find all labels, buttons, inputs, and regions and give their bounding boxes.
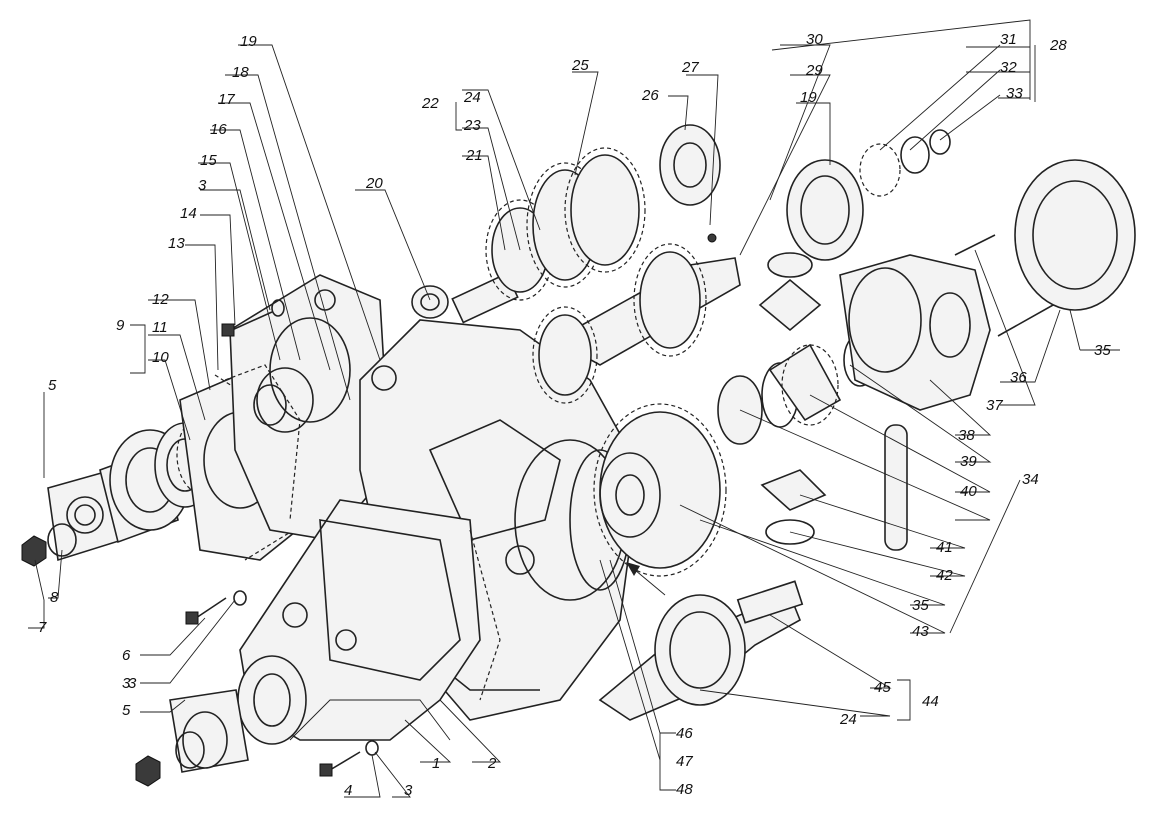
callout-label: 5 [122, 702, 131, 719]
output-shaft [598, 580, 804, 721]
ring-gear [593, 362, 799, 577]
callout-label: 44 [922, 693, 939, 710]
callout-label: 8 [50, 589, 59, 606]
gaskets [224, 364, 501, 701]
callout-label: 5 [48, 377, 57, 394]
spring-set [859, 129, 951, 197]
callout-label: 13 [168, 235, 185, 252]
callout-label: 23 [463, 117, 481, 134]
callout-label: 19 [800, 89, 817, 106]
callout-label: 14 [180, 205, 197, 222]
bolt-upper [221, 299, 285, 337]
callout-label: 6 [122, 647, 131, 664]
callout-label: 25 [571, 57, 589, 74]
callout-label: 24 [463, 89, 481, 106]
axle-shaft [884, 424, 908, 551]
parts-drawing [21, 124, 1136, 787]
callout-label: 35 [912, 597, 929, 614]
nut-left [21, 523, 77, 567]
callout-label: 1 [432, 755, 440, 772]
callout-label: 3 [128, 675, 137, 692]
bearing-19 [786, 159, 864, 261]
callout-label: 32 [1000, 59, 1017, 76]
callout-label: 3 [198, 177, 207, 194]
callout-label: 12 [152, 291, 169, 308]
callout-label: 21 [465, 147, 483, 164]
left-housing [229, 274, 391, 541]
callout-label: 35 [1094, 342, 1111, 359]
callout-label: 34 [1022, 471, 1039, 488]
callout-label: 38 [958, 427, 975, 444]
callout-label: 42 [936, 567, 953, 584]
callout-label: 22 [421, 95, 439, 112]
flange-lower [135, 689, 249, 787]
callout-label: 20 [365, 175, 383, 192]
callout-label: 18 [232, 64, 249, 81]
lower-housing [237, 499, 481, 745]
shaft-gears-upper [451, 124, 721, 324]
callout-label: 27 [681, 59, 699, 76]
callout-label: 16 [210, 121, 227, 138]
callout-label: 2 [487, 755, 497, 772]
callout-label: 45 [874, 679, 891, 696]
callout-label: 11 [152, 319, 168, 336]
callout-label: 15 [200, 152, 217, 169]
bolt-6 [185, 590, 247, 625]
callout-label: 24 [839, 711, 857, 728]
callout-label: 46 [676, 725, 693, 742]
callout-label: 26 [641, 87, 659, 104]
assembly-arrow [626, 562, 666, 596]
callout-label: 40 [960, 483, 977, 500]
callout-label: 30 [806, 31, 823, 48]
diff-case [839, 254, 991, 411]
callout-label: 47 [676, 753, 693, 770]
callout-label: 41 [936, 539, 953, 556]
bearing-35 [1014, 159, 1136, 311]
callout-label: 48 [676, 781, 693, 798]
callout-label: 4 [344, 782, 352, 799]
callout-label: 29 [805, 62, 823, 79]
callout-labels: 1 2 3 3 3 3 4 5 5 6 7 8 9 10 11 12 13 14… [38, 31, 1111, 799]
callout-label: 31 [1000, 31, 1017, 48]
callout-label: 39 [960, 453, 977, 470]
countershaft [532, 243, 741, 404]
callout-label: 17 [218, 91, 235, 108]
callout-label: 33 [1006, 85, 1023, 102]
callout-label: 10 [152, 349, 169, 366]
callout-label: 36 [1010, 369, 1027, 386]
bolt-4 [319, 740, 379, 777]
callout-label: 43 [912, 623, 929, 640]
callout-label: 9 [116, 317, 125, 334]
callout-label: 7 [38, 619, 47, 636]
callout-label: 3 [122, 675, 131, 692]
callout-label: 28 [1049, 37, 1067, 54]
callout-label: 19 [240, 33, 257, 50]
leader-lines [28, 19, 1120, 798]
callout-label: 3 [404, 782, 413, 799]
callout-label: 37 [986, 397, 1003, 414]
